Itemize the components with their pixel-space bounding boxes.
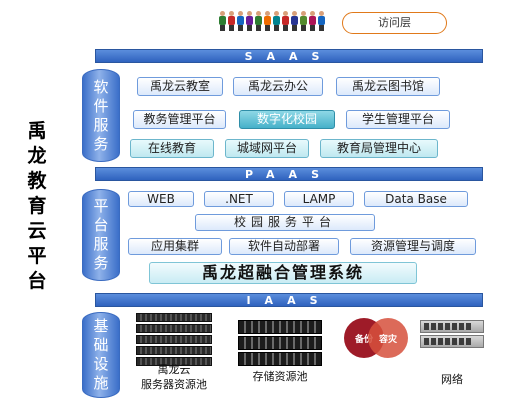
resource-scheduling-box: 资源管理与调度 xyxy=(350,238,476,255)
user-icon xyxy=(236,11,244,31)
saas-bar: SAAS xyxy=(95,49,483,63)
user-icon xyxy=(317,11,325,31)
server-pool-label-line2: 服务器资源池 xyxy=(141,378,207,391)
app-cluster-box: 应用集群 xyxy=(128,238,222,255)
user-icon xyxy=(245,11,253,31)
platform-title-char: 龙 xyxy=(27,145,47,167)
access-layer-label: 访问层 xyxy=(342,12,447,34)
disaster-recovery-circle: 容灾 xyxy=(368,318,408,358)
storage-pool-label: 存储资源池 xyxy=(252,370,308,383)
platform-title-char: 云 xyxy=(27,220,47,242)
server-rack-icon xyxy=(136,313,212,366)
iaas-bar: IAAS xyxy=(95,293,483,307)
platform-title-char: 平 xyxy=(27,245,47,267)
user-icon xyxy=(263,11,271,31)
education-bureau-box: 教育局管理中心 xyxy=(320,139,438,158)
user-icon xyxy=(299,11,307,31)
network-label: 网络 xyxy=(441,373,463,386)
lamp-box: LAMP xyxy=(284,191,354,207)
web-box: WEB xyxy=(128,191,194,207)
cloud-office-box: 禹龙云办公 xyxy=(233,77,323,96)
user-icon xyxy=(254,11,262,31)
paas-bar: PAAS xyxy=(95,167,483,181)
database-box: Data Base xyxy=(364,191,468,207)
academic-management-box: 教务管理平台 xyxy=(133,110,226,129)
cloud-classroom-box: 禹龙云教室 xyxy=(137,77,223,96)
user-icon xyxy=(218,11,226,31)
online-education-box: 在线教育 xyxy=(130,139,214,158)
platform-title-char: 台 xyxy=(27,270,47,292)
user-icon xyxy=(290,11,298,31)
platform-title: 禹龙教育云平台 xyxy=(20,120,54,295)
student-management-box: 学生管理平台 xyxy=(346,110,450,129)
user-icon xyxy=(227,11,235,31)
storage-array-icon xyxy=(238,320,322,366)
network-switch-icon xyxy=(420,320,484,364)
platform-title-char: 教 xyxy=(27,170,47,192)
server-pool-label-line1: 禹龙云 xyxy=(157,363,191,376)
platform-services-cylinder: 平台服务 xyxy=(82,189,120,281)
cloud-library-box: 禹龙云图书馆 xyxy=(336,77,440,96)
metro-network-box: 城域网平台 xyxy=(225,139,309,158)
software-services-label: 软件服务 xyxy=(93,77,109,153)
software-services-cylinder: 软件服务 xyxy=(82,69,120,162)
infrastructure-label: 基础设施 xyxy=(93,317,109,392)
digital-campus-box: 数字化校园 xyxy=(239,110,335,129)
backup-disaster-recovery-icon: 备份 容灾 xyxy=(340,318,410,362)
fusion-management-system-box: 禹龙超融合管理系统 xyxy=(149,262,417,284)
users-icon-group xyxy=(218,9,330,31)
platform-title-char: 禹 xyxy=(27,120,47,142)
user-icon xyxy=(281,11,289,31)
platform-title-char: 育 xyxy=(27,195,47,217)
campus-service-platform-box: 校园服务平台 xyxy=(195,214,375,231)
dotnet-box: .NET xyxy=(204,191,274,207)
auto-deploy-box: 软件自动部署 xyxy=(229,238,339,255)
user-icon xyxy=(272,11,280,31)
infrastructure-cylinder: 基础设施 xyxy=(82,312,120,398)
platform-services-label: 平台服务 xyxy=(93,197,109,272)
user-icon xyxy=(308,11,316,31)
server-pool-label: 禹龙云 服务器资源池 xyxy=(128,362,220,392)
